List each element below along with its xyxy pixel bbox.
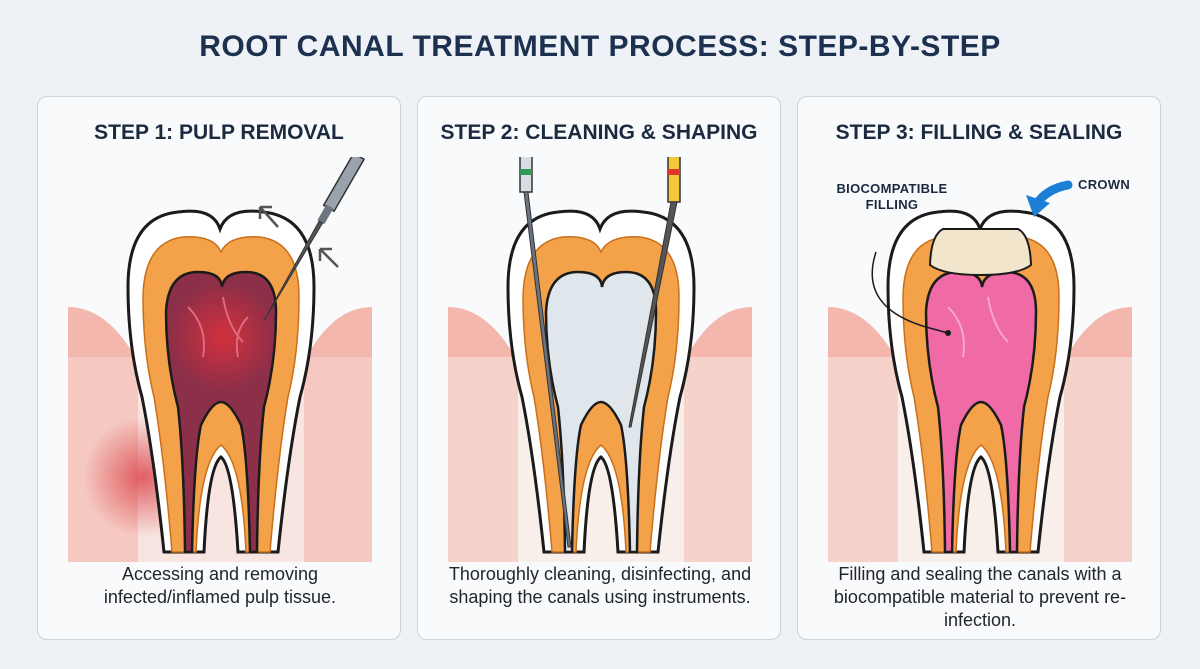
step-2-title: STEP 2: CLEANING & SHAPING — [440, 121, 758, 144]
filling-sealing-illustration — [828, 180, 1132, 562]
crown — [928, 228, 1033, 277]
endodontic-file-icon — [263, 157, 366, 322]
step-3-description: Filling and sealing the canals with a bi… — [833, 564, 1127, 630]
cleaned-canal — [544, 270, 658, 554]
crown-label: CROWN — [1078, 177, 1131, 192]
step-1-description: Accessing and removing infected/inflamed… — [103, 564, 337, 607]
step-1-panel: STEP 1: PULP REMOVAL — [37, 96, 401, 640]
biocompatible-filling — [924, 270, 1038, 554]
filling-callout-line — [871, 251, 949, 334]
step-2-description: Thoroughly cleaning, disinfecting, and s… — [448, 564, 752, 607]
biocompatible-filling-label: BIOCOMPATIBLE FILLING — [836, 181, 948, 212]
crown-arrow-icon — [1026, 180, 1073, 217]
file-yellow-icon — [628, 157, 681, 428]
step-1-title: STEP 1: PULP REMOVAL — [94, 121, 344, 144]
motion-arrow-icon — [258, 205, 279, 228]
step-3-title: STEP 3: FILLING & SEALING — [835, 121, 1123, 144]
step-3-panel: STEP 3: FILLING & SEALING BIOCOMPATIBLE … — [797, 96, 1161, 640]
motion-arrow-icon — [318, 247, 339, 268]
page-title: ROOT CANAL TREATMENT PROCESS: STEP-BY-ST… — [199, 30, 1001, 63]
pulp-removal-illustration — [68, 157, 372, 562]
file-green-icon — [519, 157, 572, 548]
cleaning-shaping-illustration — [448, 157, 752, 562]
step-2-panel: STEP 2: CLEANING & SHAPING Thoroughly cl… — [417, 96, 781, 640]
